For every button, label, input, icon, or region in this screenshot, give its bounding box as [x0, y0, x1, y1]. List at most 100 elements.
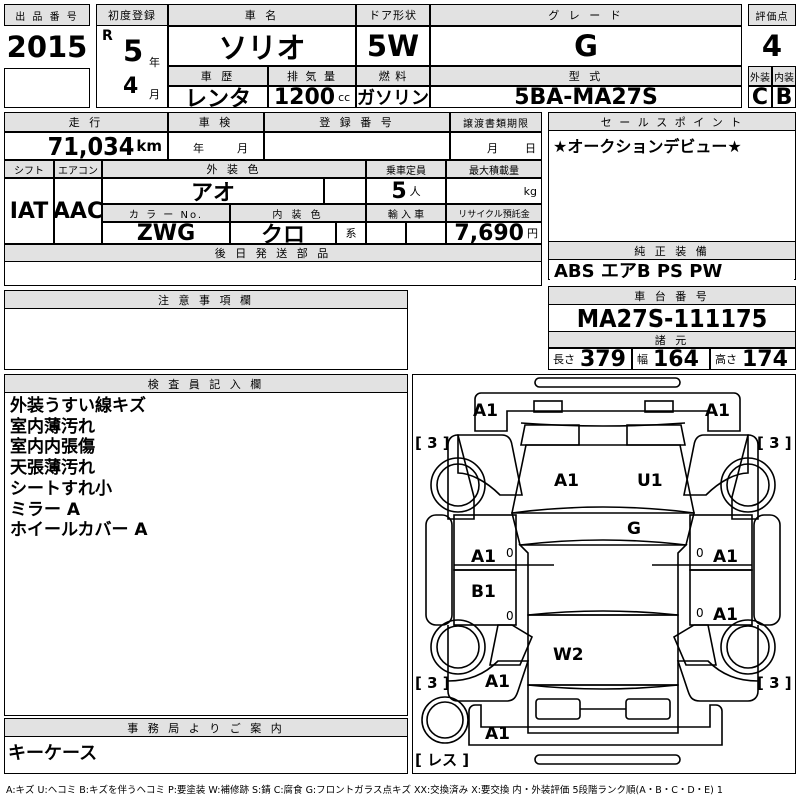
- taillight-left: [535, 698, 581, 720]
- inspector-note-0: 外装うすい線キズ: [10, 396, 146, 416]
- model-name-label: 車 名: [168, 4, 356, 26]
- inspector-notes-list: 外装うすい線キズ 室内薄汚れ 室内内張傷 天張薄汚れ シートすれ小 ミラー A …: [10, 396, 404, 541]
- fender-front-left-side: [447, 434, 475, 520]
- lot-number-label: 出 品 番 号: [4, 4, 90, 26]
- seats-label: 乗車定員: [366, 160, 446, 178]
- width-value: 164: [653, 348, 699, 370]
- door-shape-value: 5W: [356, 26, 430, 66]
- dent-right-front: 0: [696, 546, 704, 560]
- score-label: 評価点: [748, 4, 796, 26]
- inspector-note-2: 室内内張傷: [10, 437, 95, 458]
- shaken-label: 車 検: [168, 112, 264, 132]
- tire-front-left-rank: [ 3 ]: [415, 434, 450, 452]
- exterior-color-label: 外 装 色: [102, 160, 366, 178]
- wheel-front-right-inner: [726, 463, 770, 507]
- exterior-color-extra: [324, 178, 366, 204]
- wheel-front-right-outer: [720, 457, 776, 513]
- height-value: 174: [742, 348, 788, 370]
- dent-left-rear: 0: [506, 609, 514, 623]
- max-load-label: 最大積載量: [446, 160, 542, 178]
- spare-wheel-outer: [421, 696, 469, 744]
- mark-hood-left: A1: [554, 471, 579, 491]
- first-registration-value: R 5 年 4 月: [96, 26, 168, 108]
- aircon-label: エアコン: [54, 160, 102, 178]
- sales-point-label: セ ー ル ス ポ イ ン ト: [548, 112, 796, 131]
- dent-right-rear: 0: [696, 606, 704, 620]
- fender-rear-right: [676, 625, 759, 702]
- interior-color-value: クロ: [230, 222, 336, 244]
- wiper-right: [626, 424, 686, 446]
- mark-rear-left-corner: A1: [485, 672, 510, 692]
- reg-year-unit: 年: [149, 56, 160, 69]
- spare-wheel-inner: [426, 701, 464, 739]
- color-no-value: ZWG: [102, 222, 230, 244]
- roof-strip-rear: [534, 754, 681, 765]
- tire-rear-right-rank: [ 3 ]: [757, 674, 792, 692]
- mark-trunk: W2: [553, 645, 584, 665]
- mark-right-rear-door: A1: [713, 605, 738, 625]
- wheel-rear-right-inner: [726, 625, 770, 669]
- factory-equipment-label: 純 正 装 備: [548, 241, 796, 260]
- office-notice-value: キーケース: [8, 739, 404, 769]
- max-load-value: kg: [446, 178, 542, 204]
- mark-hood-right: U1: [637, 471, 663, 491]
- grade-value: G: [430, 26, 742, 66]
- wheel-front-left-inner: [436, 463, 480, 507]
- fuel-value: ガソリン: [356, 86, 430, 108]
- door-rear-left: [453, 569, 517, 626]
- import-value: [366, 222, 406, 244]
- model-name-value: ソリオ: [168, 26, 356, 66]
- lot-number-value: 2015: [4, 26, 90, 68]
- model-type-value: 5BA-MA27S: [430, 86, 742, 108]
- legend-text: A:キズ U:ヘコミ B:キズを伴うヘコミ P:要塗装 W:補修跡 S:錆 C:…: [6, 785, 723, 796]
- trunk-lid: [527, 684, 679, 734]
- spare-tire-rank: [ レス ]: [415, 751, 469, 769]
- width-label: 幅: [637, 353, 648, 366]
- front-vent-left: [533, 400, 563, 413]
- fender-rear-left: [447, 625, 530, 702]
- roof-line-mid: [527, 610, 679, 616]
- later-parts-label: 後 日 発 送 部 品: [4, 244, 542, 262]
- roof-rear-section: [527, 614, 679, 686]
- displacement-label: 排 気 量: [268, 66, 356, 86]
- mileage-label: 走 行: [4, 112, 168, 132]
- door-shape-label: ドア形状: [356, 4, 430, 26]
- inspector-note-3: 天張薄汚れ: [10, 458, 95, 479]
- max-load-unit: kg: [523, 184, 537, 198]
- taillight-right: [625, 698, 671, 720]
- door-rear-right: [689, 569, 753, 626]
- import-value-2: [406, 222, 446, 244]
- fender-front-right: [683, 434, 749, 496]
- width-cell: 幅 164: [632, 348, 710, 370]
- hood: [511, 444, 695, 514]
- recycle-fee-label: リサイクル預託金: [446, 204, 542, 222]
- chassis-number-value: MA27S-111175: [550, 305, 794, 331]
- transfer-day-unit: 日: [525, 142, 536, 155]
- wheel-front-left-outer: [430, 457, 486, 513]
- fender-front-right-side: [731, 434, 759, 520]
- tire-rear-left-rank: [ 3 ]: [415, 674, 450, 692]
- transfer-deadline-value: 月 日: [450, 132, 542, 160]
- rocker-right: [753, 514, 781, 626]
- score-value: 4: [748, 26, 796, 66]
- inspector-notes-label: 検 査 員 記 入 欄: [4, 374, 408, 393]
- shaken-year-unit: 年: [193, 142, 204, 155]
- displacement-unit: cc: [338, 90, 351, 104]
- windshield-area: [511, 506, 695, 546]
- recycle-unit: 円: [527, 227, 538, 240]
- specs-label: 諸 元: [548, 331, 796, 348]
- mark-left-rear-door: B1: [471, 582, 496, 602]
- wheel-rear-right-outer: [720, 619, 776, 675]
- dent-left-front: 0: [506, 546, 514, 560]
- quarter-left: [489, 624, 534, 666]
- exterior-color-value: アオ: [102, 178, 324, 204]
- shift-value: IAT: [4, 178, 54, 244]
- inspector-note-6: ホイールカバー A: [10, 520, 148, 541]
- mark-front-right-corner: A1: [705, 401, 730, 421]
- transfer-month-unit: 月: [487, 142, 498, 155]
- exterior-grade-value: C: [748, 86, 772, 108]
